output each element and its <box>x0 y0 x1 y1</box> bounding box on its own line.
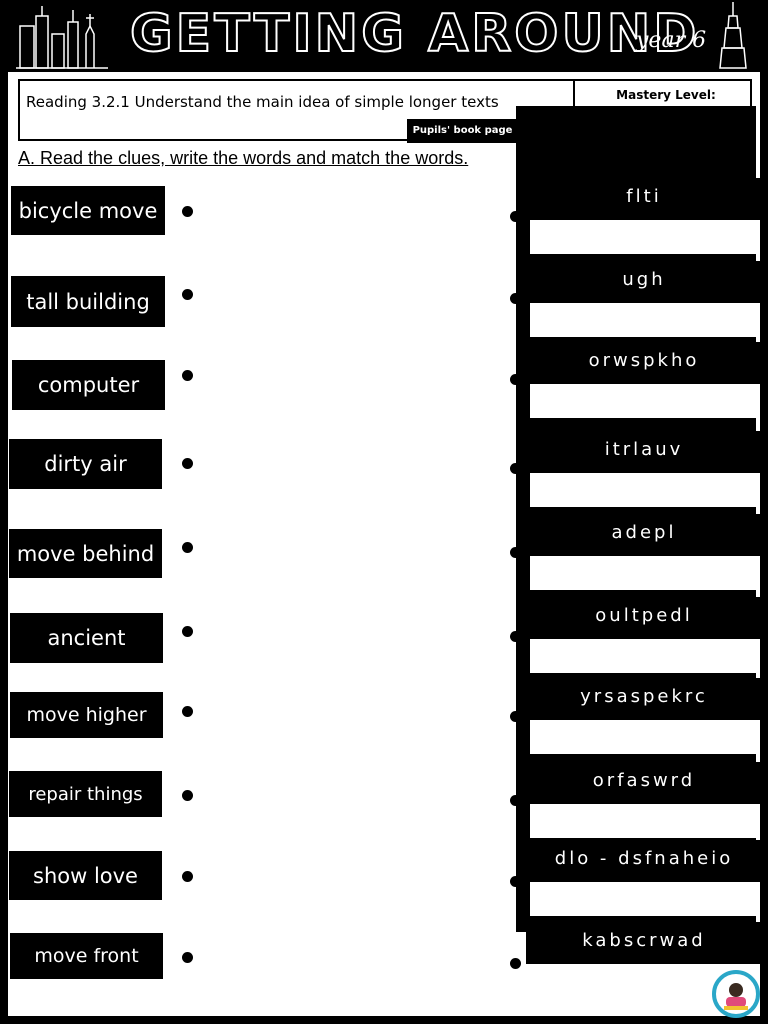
skyline-icon <box>16 6 108 69</box>
scrambled-word: orwspkho <box>526 342 762 384</box>
scrambled-word: ugh <box>526 261 762 303</box>
clue-box: dirty air <box>9 439 162 489</box>
standard-text: Reading 3.2.1 Understand the main idea o… <box>26 93 499 111</box>
clue-box: repair things <box>9 771 162 817</box>
tower-icon <box>719 2 747 69</box>
match-dot-left[interactable] <box>182 289 193 300</box>
clue-box: move front <box>10 933 163 979</box>
match-dot-left[interactable] <box>182 706 193 717</box>
clue-box: move higher <box>10 692 163 738</box>
scrambled-word: dlo - dsfnaheio <box>526 840 762 882</box>
match-dot-left[interactable] <box>182 542 193 553</box>
answer-field[interactable] <box>530 720 758 754</box>
teacher-logo-icon <box>712 970 760 1018</box>
clue-box: show love <box>9 851 162 900</box>
answer-field[interactable] <box>530 303 758 337</box>
clue-box: bicycle move <box>11 186 165 235</box>
match-dot-right[interactable] <box>510 876 521 887</box>
answer-field[interactable] <box>530 882 758 916</box>
scrambled-word: yrsaspekrc <box>526 678 762 720</box>
match-dot-left[interactable] <box>182 871 193 882</box>
answer-field[interactable] <box>530 639 758 673</box>
answer-field[interactable] <box>530 556 758 590</box>
match-dot-left[interactable] <box>182 790 193 801</box>
header-banner: GETTING AROUND year 6 <box>0 0 768 72</box>
answer-field[interactable] <box>530 384 758 418</box>
match-dot-right[interactable] <box>510 795 521 806</box>
scrambled-word: kabscrwad <box>526 922 762 964</box>
answer-field[interactable] <box>530 473 758 507</box>
match-dot-left[interactable] <box>182 370 193 381</box>
scrambled-word: adepl <box>526 514 762 556</box>
match-dot-right[interactable] <box>510 463 521 474</box>
scrambled-word: oultpedl <box>526 597 762 639</box>
match-dot-right[interactable] <box>510 711 521 722</box>
match-dot-right[interactable] <box>510 547 521 558</box>
page-title: GETTING AROUND <box>129 3 700 65</box>
clue-box: computer <box>12 360 165 410</box>
clue-box: move behind <box>9 529 162 578</box>
match-dot-left[interactable] <box>182 206 193 217</box>
clue-box: ancient <box>10 613 163 663</box>
year-label: year 6 <box>636 28 707 53</box>
mastery-label: Mastery Level: <box>616 88 716 102</box>
answer-field[interactable] <box>530 220 758 254</box>
match-dot-left[interactable] <box>182 952 193 963</box>
match-dot-left[interactable] <box>182 458 193 469</box>
clue-box: tall building <box>11 276 165 327</box>
match-dot-right[interactable] <box>510 293 521 304</box>
scrambled-word: itrlauv <box>526 431 762 473</box>
match-dot-right[interactable] <box>510 958 521 969</box>
instruction-text: A. Read the clues, write the words and m… <box>18 148 469 168</box>
match-dot-left[interactable] <box>182 626 193 637</box>
scrambled-word: orfaswrd <box>526 762 762 804</box>
answer-field[interactable] <box>530 804 758 838</box>
scrambled-word: flti <box>526 178 762 220</box>
match-dot-right[interactable] <box>510 374 521 385</box>
match-dot-right[interactable] <box>510 211 521 222</box>
match-dot-right[interactable] <box>510 631 521 642</box>
